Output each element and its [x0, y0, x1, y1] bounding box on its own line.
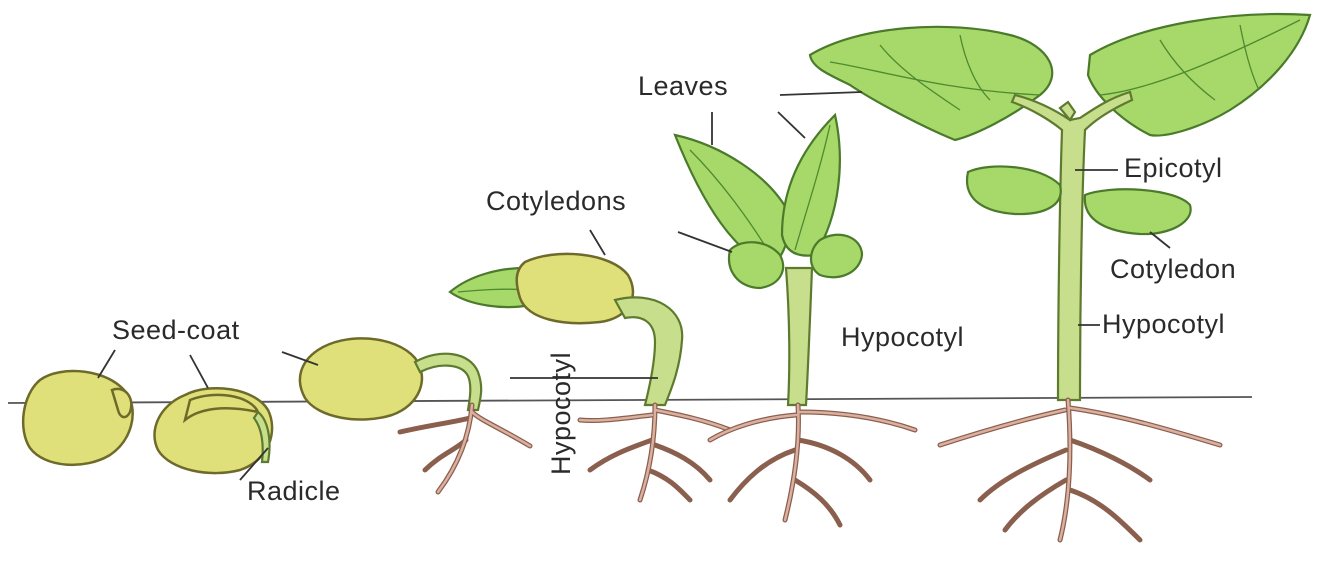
- label-hypocotyl-vertical: Hypocotyl: [546, 352, 576, 475]
- label-leaves: Leaves: [638, 71, 728, 101]
- label-seed-coat: Seed-coat: [112, 315, 240, 345]
- label-hypocotyl-right: Hypocotyl: [1102, 309, 1225, 339]
- label-radicle: Radicle: [247, 476, 341, 506]
- label-hypocotyl-middle: Hypocotyl: [841, 322, 964, 352]
- stage-4-seedling: [450, 254, 730, 500]
- stage-3-seedling: [300, 338, 530, 492]
- label-cotyledons: Cotyledons: [486, 186, 626, 216]
- stage-1-seed: [23, 371, 133, 465]
- label-cotyledon: Cotyledon: [1110, 254, 1236, 284]
- label-epicotyl: Epicotyl: [1124, 153, 1223, 183]
- stage-5-seedling: [675, 115, 915, 525]
- stage-2-seed-radicle: [154, 388, 272, 473]
